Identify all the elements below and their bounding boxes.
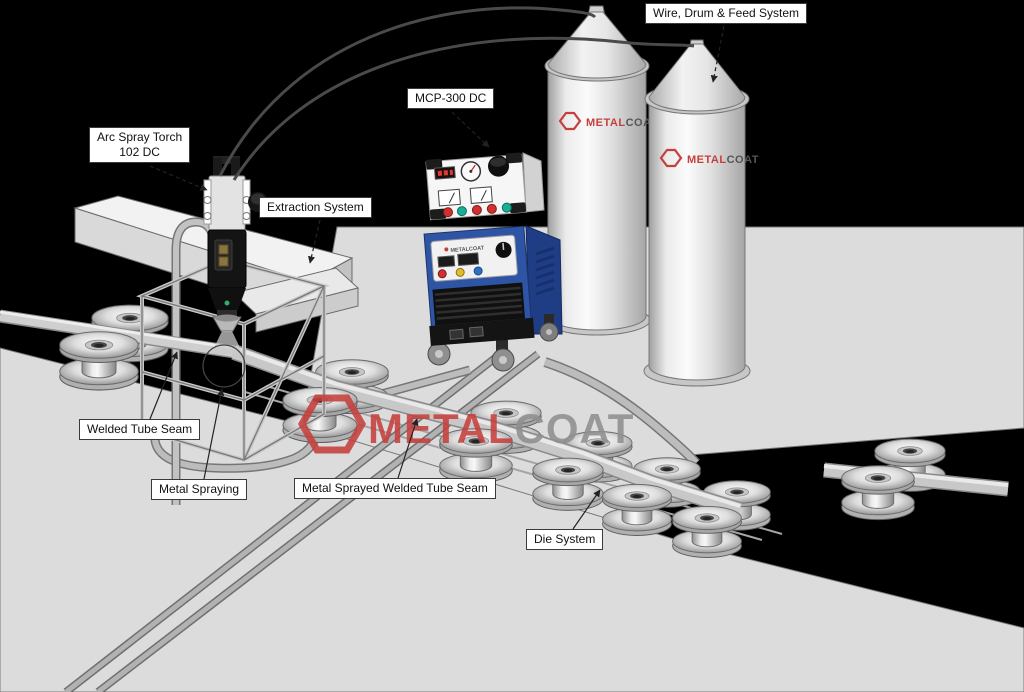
blue-button	[473, 266, 483, 276]
svg-text:METALCOAT: METALCOAT	[368, 405, 634, 452]
metalcoat-watermark: METALCOAT	[297, 394, 634, 454]
svg-text:METALCOAT: METALCOAT	[687, 154, 759, 166]
arc-spray-torch	[202, 156, 268, 388]
red-button	[442, 207, 453, 218]
feed-cable	[218, 6, 597, 177]
torch-led	[224, 300, 230, 306]
teal-button	[456, 206, 467, 217]
connector	[449, 328, 464, 340]
label-mcp-300-dc: MCP-300 DC	[407, 88, 495, 109]
red-button	[471, 205, 482, 216]
mcp-300-machine: METALCOAT	[423, 152, 563, 372]
label-metal-sprayed-welded-tube-seam: Metal Sprayed Welded Tube Seam	[294, 478, 496, 499]
metalcoat-logo: METALCOAT	[659, 148, 759, 168]
label-metal-spraying: Metal Spraying	[151, 479, 248, 500]
feed-cables	[218, 6, 695, 181]
feed-cable	[232, 36, 695, 181]
machine-brand: METALCOAT	[450, 245, 485, 254]
label-extraction-system: Extraction System	[259, 197, 372, 218]
hexagon-icon	[297, 394, 367, 454]
label-die-system: Die System	[526, 529, 604, 550]
hexagon-icon	[659, 148, 683, 168]
cage-frame	[136, 257, 330, 463]
label-wire-drum-feed-system: Wire, Drum & Feed System	[645, 3, 808, 24]
hexagon-icon	[558, 111, 582, 131]
wire-drum-right: METALCOAT	[643, 39, 759, 387]
red-button	[486, 203, 497, 214]
wire-drum-left: METALCOAT	[543, 5, 658, 336]
leader-lines	[149, 25, 725, 530]
hexagon-icon	[444, 247, 449, 252]
teal-button	[501, 202, 512, 213]
control-console	[425, 152, 527, 221]
yellow-button	[455, 267, 465, 277]
red-button	[437, 269, 447, 279]
svg-text:METALCOAT: METALCOAT	[586, 117, 658, 129]
analog-meter	[437, 188, 461, 207]
analog-meter	[469, 186, 493, 204]
label-arc-spray-torch: Arc Spray Torch 102 DC	[89, 127, 191, 163]
cabinet-front: METALCOAT	[423, 225, 535, 346]
label-welded-tube-seam: Welded Tube Seam	[79, 419, 201, 440]
connector	[469, 326, 484, 338]
spray-zone-circle	[202, 344, 246, 388]
